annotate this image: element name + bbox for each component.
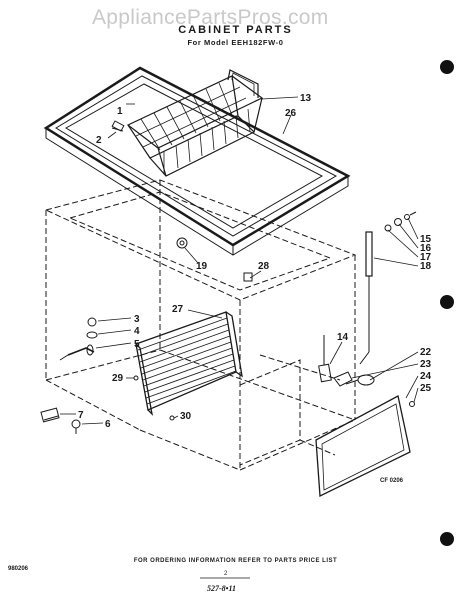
callout-numbers: 1 2 3 4 5 6 7 13 14 15 16 17 18 19 22 23… xyxy=(78,93,432,430)
callout-13: 13 xyxy=(300,93,312,104)
binder-hole-top xyxy=(440,60,454,74)
doc-code: 980206 xyxy=(8,566,29,572)
callout-4: 4 xyxy=(134,326,140,337)
lid-latch-2 xyxy=(111,120,125,132)
callout-1: 1 xyxy=(117,106,123,117)
callout-19: 19 xyxy=(196,261,208,272)
callout-28: 28 xyxy=(258,261,270,272)
page-number: 2 xyxy=(224,571,228,577)
callout-24: 24 xyxy=(420,371,432,382)
part-19-plug xyxy=(176,237,188,249)
lid xyxy=(43,66,351,256)
leader-lines xyxy=(60,96,419,425)
callout-2: 2 xyxy=(96,135,102,146)
sheet-code: 527-8•11 xyxy=(207,584,237,593)
callout-18: 18 xyxy=(420,261,432,272)
grille-27 xyxy=(135,311,243,416)
callout-27: 27 xyxy=(172,304,184,315)
side-hardware xyxy=(359,211,417,365)
figure-code: CF 0206 xyxy=(380,478,404,484)
cabinet-base xyxy=(139,429,336,471)
callout-22: 22 xyxy=(420,347,432,358)
callout-17: 17 xyxy=(420,252,432,263)
callout-14: 14 xyxy=(337,332,349,343)
part-19-plug-center xyxy=(179,240,185,246)
callout-29: 29 xyxy=(112,373,124,384)
diagram-title: CABINET PARTS xyxy=(178,24,293,36)
callout-26: 26 xyxy=(285,108,297,119)
storage-basket xyxy=(126,69,264,177)
part-30-screw xyxy=(169,415,175,421)
access-panel-24 xyxy=(315,395,411,498)
model-subtitle: For Model EEH182FW-0 xyxy=(187,38,284,47)
binder-hole-bottom xyxy=(440,532,454,546)
part-25-screw xyxy=(409,401,415,407)
part-28-clip xyxy=(243,272,253,282)
callout-5: 5 xyxy=(134,339,140,350)
binder-hole-middle xyxy=(440,295,454,309)
leveling-parts xyxy=(40,407,81,434)
callout-15: 15 xyxy=(420,234,432,245)
callout-7: 7 xyxy=(78,410,84,421)
callout-23: 23 xyxy=(420,359,432,370)
watermark: AppliancePartsPros.com xyxy=(92,6,329,29)
callout-30: 30 xyxy=(180,411,192,422)
callout-6: 6 xyxy=(105,419,111,430)
callout-25: 25 xyxy=(420,383,432,394)
callout-3: 3 xyxy=(134,314,140,325)
ordering-note: FOR ORDERING INFORMATION REFER TO PARTS … xyxy=(133,558,338,564)
drain-parts xyxy=(59,317,98,361)
part-29-screw xyxy=(133,375,139,381)
callout-16: 16 xyxy=(420,243,432,254)
